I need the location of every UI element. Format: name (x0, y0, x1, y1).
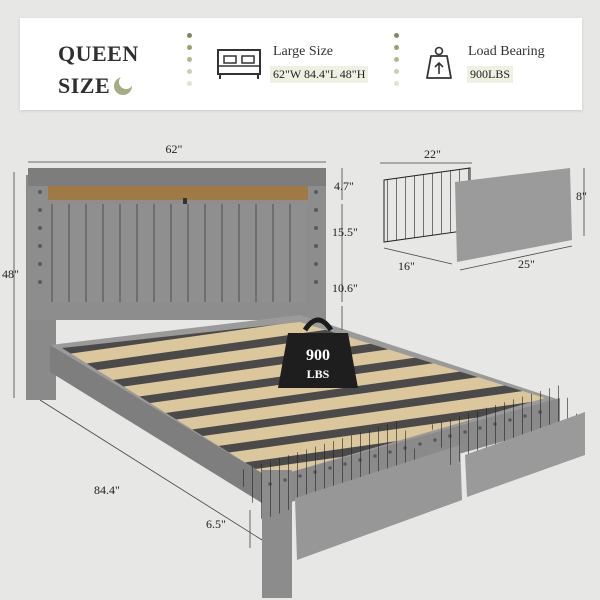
weight-line2: LBS (307, 367, 330, 381)
bed-drawer-left (235, 420, 462, 560)
weight-badge: 900 LBS (278, 317, 358, 388)
dimension-lines (13, 161, 585, 548)
bed-drawer-right (430, 385, 585, 497)
dim-bed-length: 84.4" (94, 483, 120, 497)
size-heading-line1: QUEEN (58, 41, 139, 66)
dot-divider (187, 33, 192, 86)
dot-divider (394, 33, 399, 86)
drawer-illustration (383, 167, 572, 262)
load-feature-value: 900LBS (467, 66, 514, 83)
weight-line1: 900 (306, 347, 330, 364)
wood-slats (62, 322, 545, 478)
dim-drawer-width: 22" (424, 147, 441, 161)
size-heading: QUEEN SIZE (58, 38, 139, 102)
moon-icon (114, 75, 134, 95)
dim-bed-width: 62" (166, 142, 183, 156)
left-rail (50, 345, 270, 508)
bed-icon (217, 49, 261, 79)
size-feature-title: Large Size (273, 44, 333, 59)
dim-drawer-height: 8" (576, 189, 587, 203)
weight-icon (426, 46, 452, 79)
dim-drawer-length: 25" (518, 257, 535, 271)
headboard-top (28, 168, 326, 186)
feature-banner: QUEEN SIZE Large Size 62"W 84.4"L 48"H L… (20, 18, 582, 110)
dim-drawer-depth-side: 16" (398, 259, 415, 273)
dim-shelf-height: 4.7" (334, 179, 354, 193)
bed-dimension-illustration: 900 LBS 62" 48" 4.7" 15.5" 10.6" 84.4" 6… (2, 142, 587, 598)
dim-leg-height: 6.5" (206, 517, 226, 531)
dim-headboard-gap: 10.6" (332, 281, 358, 295)
nailhead-trim (38, 190, 318, 284)
tufted-panel (50, 204, 306, 302)
dim-headboard-panel: 15.5" (332, 225, 358, 239)
wood-shelf (48, 186, 308, 200)
load-feature-title: Load Bearing (468, 44, 545, 59)
size-feature-value: 62"W 84.4"L 48"H (270, 66, 369, 83)
size-heading-line2: SIZE (58, 73, 111, 98)
dim-bed-height: 48" (2, 267, 19, 281)
